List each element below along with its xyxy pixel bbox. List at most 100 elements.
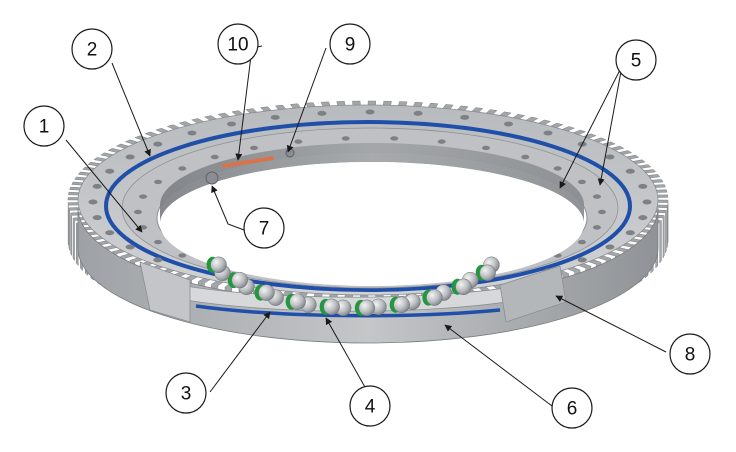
mounting-hole — [125, 244, 135, 250]
leader-6 — [444, 324, 553, 407]
mounting-hole — [187, 130, 197, 136]
seal-top — [104, 120, 632, 292]
cut-block-right — [499, 265, 567, 323]
mounting-hole — [105, 168, 115, 174]
mounting-hole — [178, 253, 187, 258]
ball — [231, 271, 248, 289]
mounting-hole — [504, 121, 513, 127]
mounting-hole — [638, 183, 648, 189]
mounting-hole — [341, 136, 350, 141]
mounting-hole — [521, 154, 530, 160]
callout-7-label: 7 — [259, 219, 270, 240]
leader-5b — [597, 65, 623, 186]
mounting-hole — [638, 215, 648, 221]
callout-6-label: 6 — [567, 399, 578, 420]
mounting-hole — [154, 179, 163, 185]
mounting-hole — [250, 145, 258, 151]
cut-block-left — [139, 261, 191, 323]
ball — [426, 289, 443, 306]
gear-tooth — [382, 100, 392, 106]
leader-9 — [286, 47, 327, 153]
gear-tooth — [352, 100, 361, 106]
callout-8: 8 — [669, 333, 711, 375]
callout-10: 10 — [217, 23, 259, 65]
mounting-hole — [642, 199, 652, 205]
callout-3-label: 3 — [181, 384, 192, 405]
callout-9-label: 9 — [345, 35, 356, 56]
mounting-hole — [605, 244, 615, 250]
mounting-hole — [105, 230, 115, 236]
ball — [479, 264, 496, 282]
mounting-hole — [482, 145, 490, 151]
leader-3 — [209, 311, 271, 393]
mounting-hole — [577, 257, 587, 263]
ball — [358, 299, 376, 317]
mounting-hole — [598, 209, 606, 215]
lubrication-plug — [205, 171, 219, 185]
callout-6: 6 — [551, 387, 593, 429]
leader-4 — [325, 317, 371, 397]
gear-tooth — [367, 100, 376, 106]
gear-tooth — [656, 189, 668, 193]
mounting-hole — [625, 168, 635, 174]
gear-tooth — [71, 181, 84, 186]
mounting-hole — [125, 154, 135, 160]
leader-8 — [555, 295, 667, 353]
mounting-hole — [153, 141, 163, 147]
mounting-hole — [625, 230, 635, 236]
mounting-hole — [270, 114, 280, 120]
callout-10-label: 10 — [227, 35, 248, 56]
callout-3: 3 — [165, 372, 207, 414]
ball — [455, 278, 472, 296]
gear-tooth — [654, 184, 666, 188]
mounting-holes — [88, 109, 652, 274]
ball — [323, 298, 340, 316]
mounting-hole — [553, 166, 562, 171]
callout-4-label: 4 — [365, 397, 376, 418]
bore-wall — [160, 143, 584, 224]
mounting-hole — [139, 225, 148, 230]
mounting-hole — [92, 183, 102, 189]
mounting-hole — [178, 166, 187, 171]
mounting-hole — [592, 194, 601, 199]
mounting-hole — [460, 114, 470, 120]
mounting-hole — [543, 130, 553, 136]
mounting-hole — [437, 139, 446, 144]
ball — [258, 284, 275, 301]
ball — [210, 256, 227, 274]
mounting-hole — [577, 179, 586, 185]
callout-5: 5 — [615, 39, 657, 81]
mounting-hole — [592, 225, 601, 230]
mounting-hole — [365, 109, 375, 115]
gear-tooth — [69, 186, 81, 191]
callout-2-label: 2 — [87, 40, 98, 61]
mounting-hole — [294, 139, 303, 144]
rolling-elements — [206, 256, 500, 317]
leader-5a — [559, 65, 623, 189]
callout-7: 7 — [243, 207, 285, 249]
ball — [289, 293, 306, 310]
callout-1-label: 1 — [39, 117, 50, 138]
gear-tooth — [336, 101, 346, 106]
callout-1: 1 — [23, 105, 65, 147]
mounting-hole — [390, 136, 399, 141]
position-marking — [222, 155, 274, 169]
mounting-hole — [210, 154, 219, 160]
gear-tooth — [657, 194, 669, 198]
gear-tooth — [67, 197, 79, 201]
mounting-hole — [413, 110, 423, 116]
leader-2 — [111, 62, 151, 157]
callout-4: 4 — [349, 385, 391, 427]
fill-plug — [285, 148, 295, 158]
mounting-hole — [88, 199, 98, 205]
bore-inner — [160, 162, 584, 286]
mounting-hole — [139, 194, 148, 199]
mounting-hole — [577, 239, 586, 245]
mounting-hole — [605, 154, 615, 160]
mounting-hole — [153, 257, 163, 263]
callout-8-label: 8 — [685, 345, 696, 366]
mounting-hole — [134, 209, 142, 215]
mounting-hole — [317, 110, 327, 116]
